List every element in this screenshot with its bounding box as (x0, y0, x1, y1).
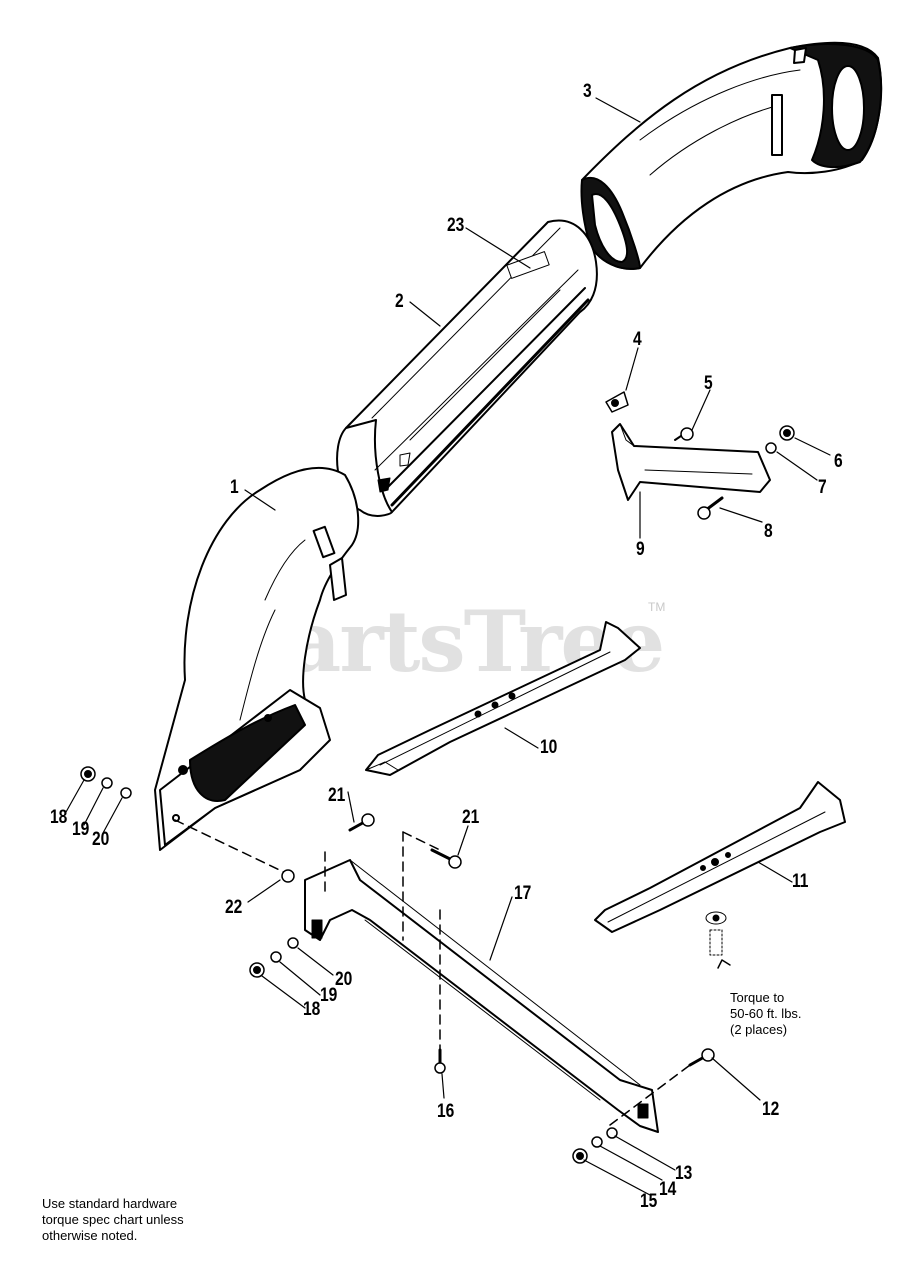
callout-9: 9 (636, 539, 645, 560)
part-16-bolt (434, 1048, 446, 1074)
part-11-blade (594, 781, 846, 933)
callout-21b: 21 (462, 807, 480, 828)
callout-17: 17 (514, 883, 532, 904)
part-5-bolt (674, 427, 694, 441)
callout-20a: 20 (92, 829, 110, 850)
part-21-bolt-b (430, 848, 462, 869)
callout-22: 22 (225, 897, 243, 918)
callout-1: 1 (230, 477, 239, 498)
part-8-bolt (697, 496, 724, 520)
part-3-upper-chute (580, 41, 883, 270)
callout-18a: 18 (50, 807, 68, 828)
part-7-washer (765, 442, 777, 454)
part-22-washer (281, 869, 295, 883)
part-14-washer (591, 1136, 603, 1148)
part-10-blade (365, 621, 641, 776)
part-19-washer-b (270, 951, 282, 963)
callout-7: 7 (818, 477, 827, 498)
part-4-nut (605, 391, 629, 413)
alignment-lines (174, 819, 691, 1126)
torque-note-line-3: (2 places) (730, 1022, 788, 1037)
callout-5: 5 (704, 373, 713, 394)
callout-3: 3 (583, 81, 592, 102)
part-20-washer-b (287, 937, 299, 949)
footer-note: Use standard hardware torque spec chart … (42, 1196, 184, 1244)
torque-note: Torque to 50-60 ft. lbs. (2 places) (730, 990, 802, 1038)
watermark-trademark: TM (648, 600, 666, 614)
callout-4: 4 (633, 329, 642, 350)
footer-note-line-2: torque spec chart unless (42, 1212, 184, 1227)
part-2-middle-chute (336, 219, 598, 517)
callout-15: 15 (640, 1191, 658, 1212)
callout-23: 23 (447, 215, 465, 236)
callout-16: 16 (437, 1101, 455, 1122)
footer-note-line-3: otherwise noted. (42, 1228, 138, 1243)
torque-note-line-1: Torque to (730, 990, 785, 1005)
part-17-channel (304, 859, 659, 1133)
part-18-nut-a (80, 766, 96, 782)
callout-10: 10 (540, 737, 558, 758)
callout-18b: 18 (303, 999, 321, 1020)
part-21-bolt-a (348, 813, 375, 832)
part-19-washer-a (101, 777, 113, 789)
callout-13: 13 (675, 1163, 693, 1184)
part-13-washer (606, 1127, 618, 1139)
part-12-bolt (688, 1048, 715, 1067)
torque-note-line-2: 50-60 ft. lbs. (730, 1006, 802, 1021)
part-9-bracket (611, 423, 771, 501)
callout-20b: 20 (335, 969, 353, 990)
part-18-nut-b (249, 962, 265, 978)
callout-14: 14 (659, 1179, 677, 1200)
callout-8: 8 (764, 521, 773, 542)
callout-19b: 19 (320, 985, 338, 1006)
footer-note-line-1: Use standard hardware (42, 1196, 178, 1211)
callout-19a: 19 (72, 819, 90, 840)
part-6-nut (779, 425, 795, 441)
blade-bolt-torque (705, 911, 731, 969)
leader-lines (65, 97, 831, 1196)
callout-6: 6 (834, 451, 843, 472)
part-20-washer-a (120, 787, 132, 799)
part-1-lower-chute (154, 466, 360, 851)
callout-12: 12 (762, 1099, 780, 1120)
callout-21a: 21 (328, 785, 346, 806)
callout-2: 2 (395, 291, 404, 312)
part-15-nut (572, 1148, 588, 1164)
callout-11: 11 (792, 871, 809, 892)
